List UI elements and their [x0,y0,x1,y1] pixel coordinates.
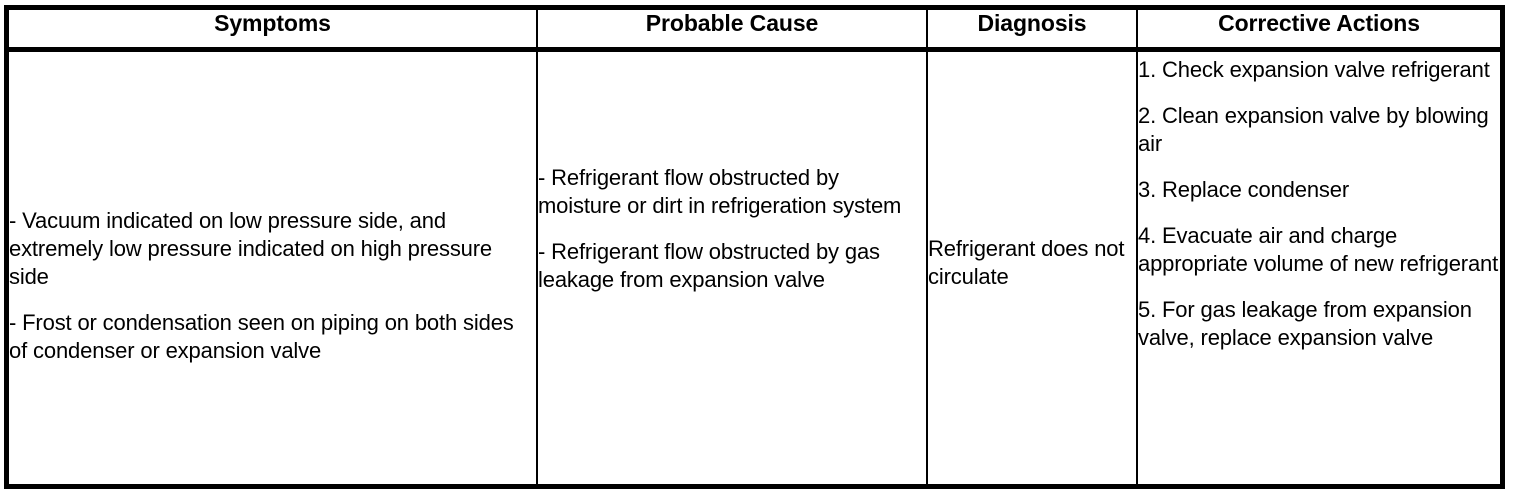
corrective-action-item: 5. For gas leakage from expansion valve,… [1138,296,1472,350]
column-header-corrective-actions: Corrective Actions [1137,10,1500,52]
column-header-diagnosis: Diagnosis [927,10,1138,52]
corrective-action-item: 2. Clean expansion valve by blowing air [1138,102,1489,156]
column-header-symptoms: Symptoms [9,10,538,52]
corrective-action-item: 4. Evacuate air and charge appropriate v… [1138,222,1499,276]
diagnosis-content: Refrigerant does not circulate [928,52,1136,291]
corrective-action-item: 1. Check expansion valve refrigerant [1138,56,1490,82]
cell-diagnosis: Refrigerant does not circulate [927,49,1138,484]
symptom-item: - Vacuum indicated on low pressure side,… [9,207,493,289]
diagnosis-item: Refrigerant does not circulate [928,235,1125,289]
table-header-row: Symptoms Probable Cause Diagnosis Correc… [9,10,1500,52]
cell-probable-cause: - Refrigerant flow obstructed by moistur… [537,49,928,484]
symptoms-content: - Vacuum indicated on low pressure side,… [9,52,536,365]
symptom-item: - Frost or condensation seen on piping o… [9,309,514,363]
column-header-probable-cause: Probable Cause [537,10,928,52]
corrective-actions-content: 1. Check expansion valve refrigerant 2. … [1138,52,1500,352]
table-row: - Vacuum indicated on low pressure side,… [9,49,1500,484]
cell-corrective-actions: 1. Check expansion valve refrigerant 2. … [1137,49,1500,484]
probable-cause-content: - Refrigerant flow obstructed by moistur… [538,52,926,294]
troubleshooting-table: Symptoms Probable Cause Diagnosis Correc… [4,5,1505,489]
probable-cause-item: - Refrigerant flow obstructed by gas lea… [538,238,880,292]
cell-symptoms: - Vacuum indicated on low pressure side,… [9,49,538,484]
corrective-action-item: 3. Replace condenser [1138,176,1350,202]
probable-cause-item: - Refrigerant flow obstructed by moistur… [538,164,902,218]
